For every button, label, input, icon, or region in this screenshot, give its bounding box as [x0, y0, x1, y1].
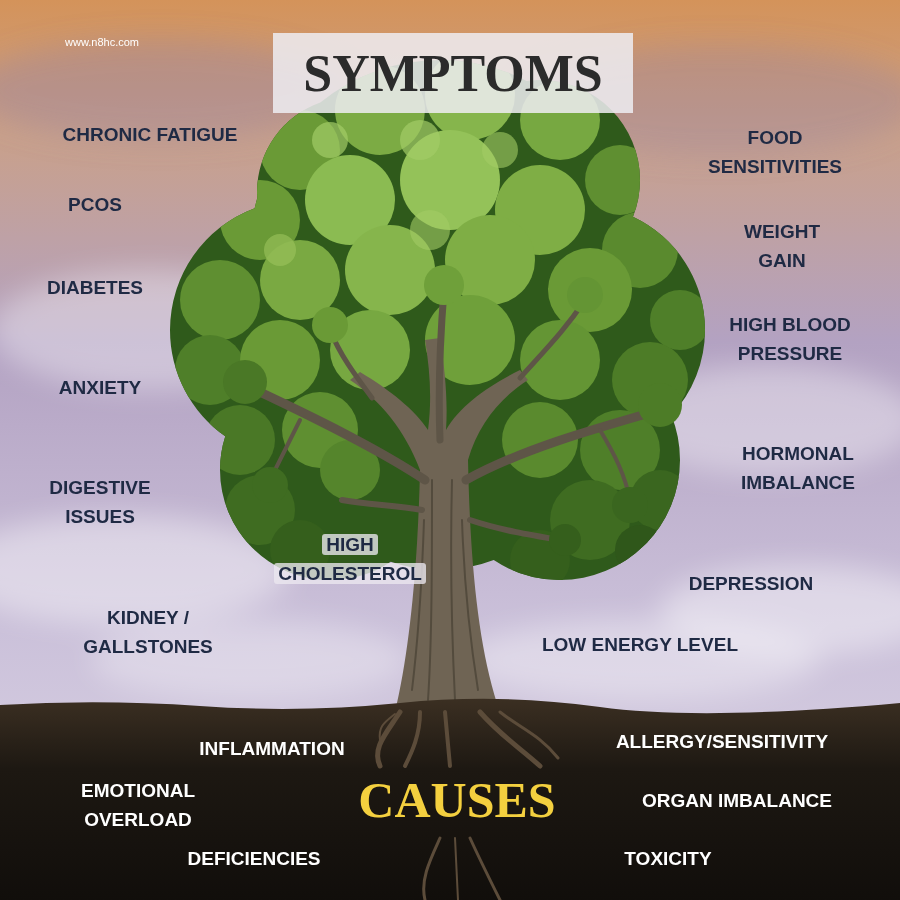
symptom-label-box: FOOD SENSITIVITIES [688, 124, 863, 181]
symptom-label-box: HIGH CHOLESTEROL [263, 531, 438, 588]
symptom-label: CHRONIC FATIGUE [63, 124, 238, 145]
symptom-label-box: HORMONAL IMBALANCE [728, 440, 868, 497]
symptom-label: DEPRESSION [689, 573, 814, 594]
symptom-label: LOW ENERGY LEVEL [542, 634, 738, 655]
cause-label-box: EMOTIONAL OVERLOAD [63, 777, 213, 834]
symptom-label-box: WEIGHT GAIN [727, 218, 837, 275]
symptom-label-box: HIGH BLOOD PRESSURE [715, 311, 865, 368]
symptom-label-box: KIDNEY / GALLSTONES [71, 604, 226, 661]
symptom-label: DIABETES [47, 277, 143, 298]
cause-label: ORGAN IMBALANCE [642, 790, 832, 811]
cause-label-box: TOXICITY [568, 845, 768, 874]
symptom-label: HIGH BLOOD PRESSURE [729, 314, 850, 364]
symptom-label-box: CHRONIC FATIGUE [20, 121, 280, 150]
watermark-box: www.n8hc.com [22, 35, 182, 49]
symptom-label-box: DEPRESSION [656, 570, 846, 599]
symptom-label: KIDNEY / GALLSTONES [83, 607, 213, 657]
symptom-label: WEIGHT GAIN [744, 221, 820, 271]
cause-label-box: INFLAMMATION [162, 735, 382, 764]
cause-label: DEFICIENCIES [187, 848, 320, 869]
cause-label: EMOTIONAL OVERLOAD [81, 780, 195, 830]
section-heading-box: CAUSES [307, 773, 607, 828]
cause-label-box: ALLERGY/SENSITIVITY [582, 728, 862, 757]
cause-label-box: ORGAN IMBALANCE [607, 787, 867, 816]
symptom-label-box: DIGESTIVE ISSUES [33, 474, 168, 531]
symptom-label-box: DIABETES [10, 274, 180, 303]
symptom-label: ANXIETY [59, 377, 141, 398]
watermark: www.n8hc.com [65, 36, 139, 48]
cause-label: INFLAMMATION [199, 738, 344, 759]
title-plate: SYMPTOMS [273, 33, 633, 113]
symptom-label: FOOD SENSITIVITIES [708, 127, 842, 177]
symptom-label-box: PCOS [10, 191, 180, 220]
symptom-label: PCOS [68, 194, 122, 215]
cause-label-box: DEFICIENCIES [144, 845, 364, 874]
cause-label: ALLERGY/SENSITIVITY [616, 731, 828, 752]
symptom-label-box: ANXIETY [15, 374, 185, 403]
cause-label: TOXICITY [624, 848, 711, 869]
symptom-label-box: LOW ENERGY LEVEL [510, 631, 770, 660]
symptom-label: HORMONAL IMBALANCE [741, 443, 855, 493]
title: SYMPTOMS [303, 45, 603, 102]
section-heading: CAUSES [358, 772, 555, 828]
symptom-label: HIGH CHOLESTEROL [274, 534, 426, 584]
symptom-label: DIGESTIVE ISSUES [49, 477, 150, 527]
